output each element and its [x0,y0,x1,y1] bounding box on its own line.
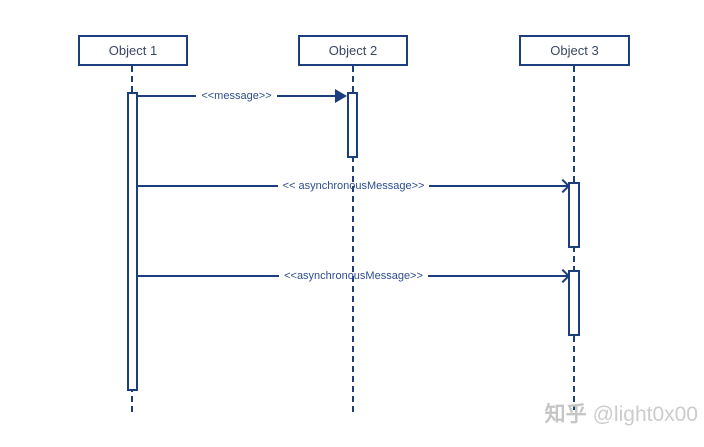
message-line-segment [276,95,335,97]
message-line-segment [427,275,570,277]
object-box-2: Object 2 [298,35,408,66]
solid-arrowhead-icon [335,89,347,103]
message-3-label: <<asynchronousMessage>> [284,270,423,282]
watermark: 知乎@light0x00 [545,398,698,428]
lifeline-object-2 [352,66,354,415]
object-3-label: Object 3 [550,43,599,58]
watermark-brand: 知乎 [544,403,587,426]
object-box-1: Object 1 [78,35,188,66]
message-line-segment [138,275,280,277]
open-arrowhead-icon [555,178,571,194]
activation-bar-object-3-first [568,182,580,248]
message-asynchronous-2: <<asynchronousMessage>> [138,267,571,285]
message-line-segment [138,185,278,187]
message-1-label: <<message>> [201,90,272,102]
activation-bar-object-1 [127,92,138,391]
activation-bar-object-3-second [568,270,580,336]
object-box-3: Object 3 [519,35,630,66]
object-2-label: Object 2 [328,43,378,58]
message-line-segment [138,95,197,97]
watermark-handle: @light0x00 [592,403,698,426]
message-2-label: << asynchronousMessage>> [282,180,425,192]
message-asynchronous-1: << asynchronousMessage>> [138,177,571,195]
message-synchronous: <<message>> [138,87,347,105]
message-line-segment [429,185,569,187]
activation-bar-object-2 [347,92,358,158]
object-1-label: Object 1 [108,43,158,58]
open-arrowhead-icon [555,268,571,284]
